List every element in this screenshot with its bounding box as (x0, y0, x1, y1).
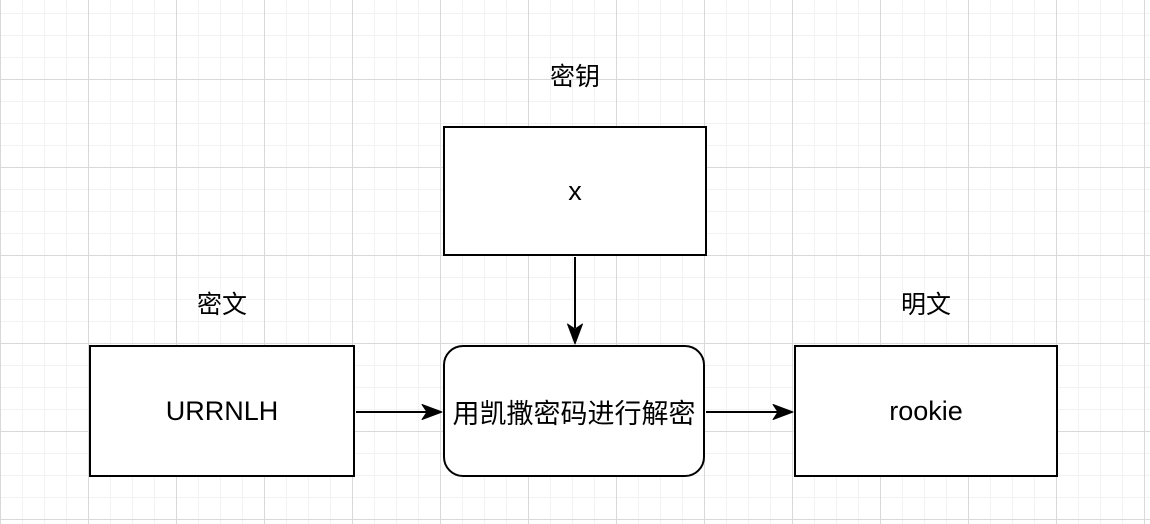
process-node[interactable]: 用凯撒密码进行解密 (443, 345, 705, 477)
ciphertext-label[interactable]: 密文 (196, 291, 247, 319)
arrow-process-to-plaintext[interactable] (706, 404, 794, 420)
arrowhead (772, 404, 794, 420)
ciphertext-node-text: URRNLH (165, 395, 279, 426)
arrowhead (567, 323, 583, 345)
plaintext-label[interactable]: 明文 (900, 291, 951, 319)
plaintext-node[interactable]: rookie (794, 345, 1058, 477)
arrow-key-to-process[interactable] (567, 257, 583, 345)
key-node[interactable]: x (443, 126, 707, 256)
key-label[interactable]: 密钥 (549, 63, 600, 91)
ciphertext-node[interactable]: URRNLH (89, 345, 355, 477)
arrow-ciphertext-to-process[interactable] (356, 404, 443, 420)
process-node-text: 用凯撒密码进行解密 (452, 398, 696, 429)
key-node-text: x (568, 175, 582, 206)
plaintext-node-text: rookie (889, 395, 963, 426)
arrowhead (421, 404, 443, 420)
